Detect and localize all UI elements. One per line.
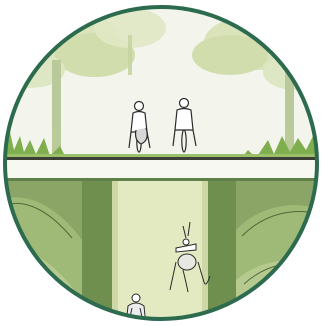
underpass-path [112,181,208,326]
bridge-white-band [0,160,322,178]
bridge-underside [0,178,322,181]
path-shadow-left [112,181,118,326]
path-shadow-right [202,181,208,326]
underpass-wall-right [208,181,236,326]
bridge-deck [0,157,322,160]
